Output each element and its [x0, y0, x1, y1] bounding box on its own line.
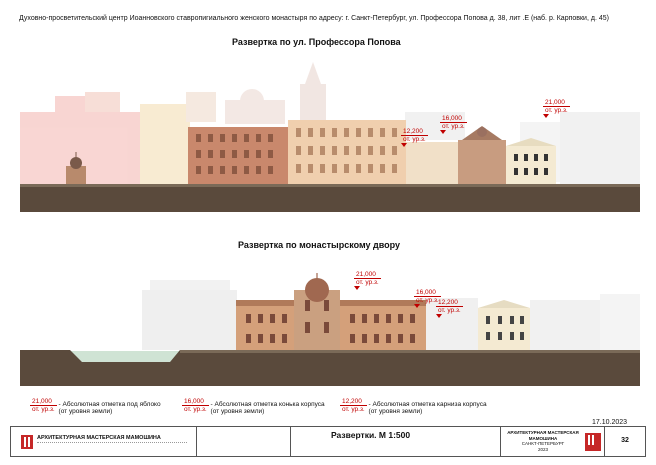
section-title-courtyard: Развертка по монастырскому двору [238, 240, 401, 250]
drawing-title: Развертки. М 1:500 [331, 430, 411, 440]
firm-year: 2023 [537, 446, 548, 452]
firm-right-line2: МАМОШИНА [528, 435, 558, 441]
firm-right-line1: АРХИТЕКТУРНАЯ МАСТЕРСКАЯ [507, 430, 579, 435]
stamp-firm-cell: АРХИТЕКТУРНАЯ МАСТЕРСКАЯ МАМОШИНА [11, 427, 197, 456]
title-block: АРХИТЕКТУРНАЯ МАСТЕРСКАЯ МАМОШИНА Развер… [10, 426, 646, 457]
sheet-number: 32 [621, 437, 629, 444]
firm-city: САНКТ-ПЕТЕРБУРГ [521, 441, 565, 446]
project-header: Духовно-просветительский центр Иоанновск… [19, 15, 609, 22]
stamp-sheet-cell: 32 [605, 427, 645, 456]
stamp-title-cell: Развертки. М 1:500 [291, 427, 501, 456]
stamp-firm-right-cell: АРХИТЕКТУРНАЯ МАСТЕРСКАЯ МАМОШИНА САНКТ-… [501, 427, 605, 456]
stamp-blank-cell [197, 427, 291, 456]
section-title-street: Развертка по ул. Профессора Попова [232, 37, 401, 47]
firm-fineprint [37, 442, 187, 453]
firm-logo-icon [585, 433, 601, 451]
firm-name: АРХИТЕКТУРНАЯ МАСТЕРСКАЯ МАМОШИНА [37, 435, 161, 441]
firm-logo-icon [21, 435, 33, 449]
drawing-date: 17.10.2023 [592, 419, 628, 426]
